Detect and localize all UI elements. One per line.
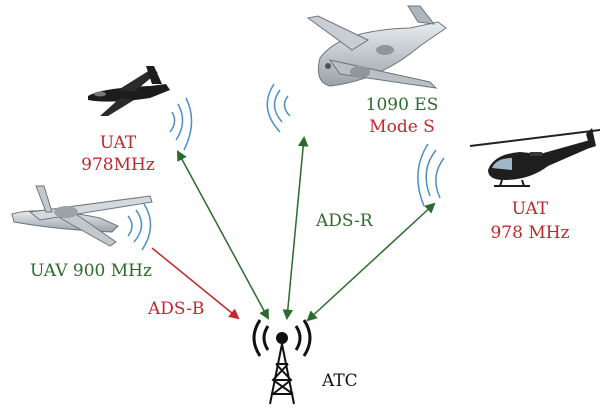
es-label-line1: 1090 ES xyxy=(366,95,439,115)
es-label-line2: Mode S xyxy=(369,117,435,137)
wave-arc xyxy=(141,203,152,251)
business-jet-icon xyxy=(88,66,170,116)
signal-waves xyxy=(127,83,445,251)
arrow-heli-atc xyxy=(306,202,436,322)
arrow-jet-atc xyxy=(176,150,270,320)
wave-arc xyxy=(183,97,193,151)
wave-arc xyxy=(273,89,283,123)
radio-tower-icon xyxy=(252,319,312,405)
wave-arc xyxy=(127,215,133,237)
wave-arc xyxy=(175,103,184,141)
link-arrows xyxy=(151,135,436,322)
ads-b-label: ADS-B xyxy=(147,299,204,319)
uav-icon xyxy=(11,185,153,247)
ads-r-label: ADS-R xyxy=(315,211,374,231)
wave-arc xyxy=(283,95,291,117)
uat-left-label-line1: UAT xyxy=(100,133,137,153)
wave-arc xyxy=(417,143,429,207)
wave-arc xyxy=(425,149,437,197)
helicopter-icon xyxy=(469,128,600,187)
uat-right-label-line2: 978 MHz xyxy=(490,223,569,243)
arrow-uav-atc xyxy=(151,247,240,320)
turboprop-airliner-icon xyxy=(306,5,447,89)
uav-label: UAV 900 MHz xyxy=(30,261,152,281)
uat-right-label-line1: UAT xyxy=(512,199,549,219)
arrow-airliner-atc xyxy=(282,135,309,321)
wave-arc xyxy=(435,157,445,199)
uat-left-label-line2: 978MHz xyxy=(81,155,155,175)
atc-label: ATC xyxy=(321,371,358,391)
wave-arc xyxy=(133,209,143,243)
wave-arc xyxy=(169,111,176,133)
wave-arc xyxy=(266,83,281,133)
